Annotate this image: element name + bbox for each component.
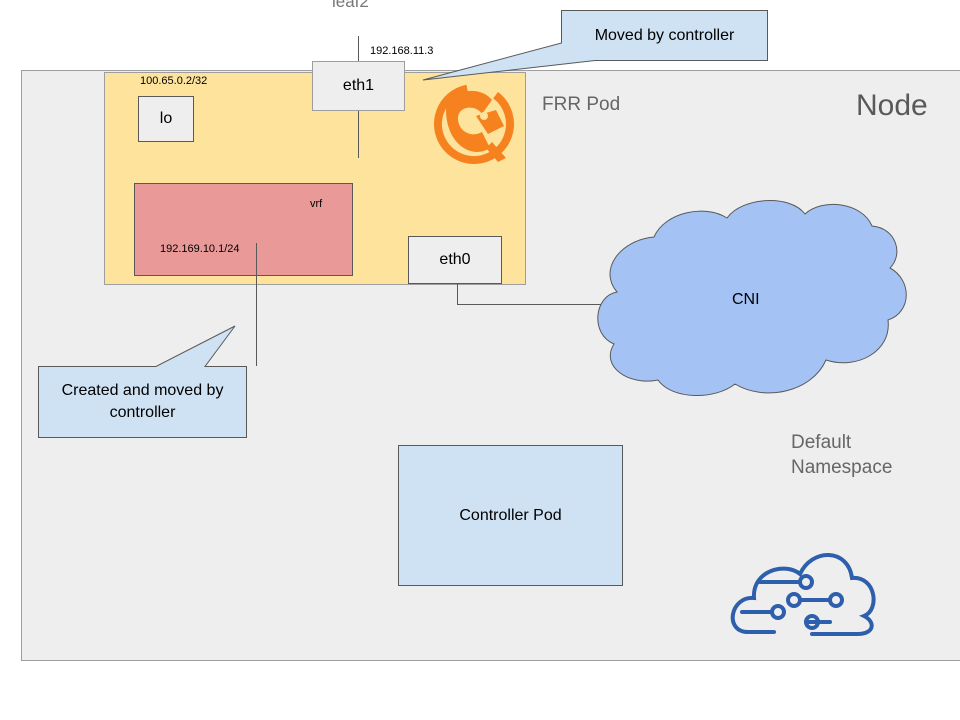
eth0-label: eth0 — [439, 251, 471, 268]
eth0-cni-link — [457, 284, 612, 305]
vrf-ip-label: 192.169.10.1/24 — [160, 243, 240, 255]
eth1-ip-label: 192.168.11.3 — [370, 45, 434, 57]
callout-bottom-text: Created and moved by controller — [61, 382, 224, 421]
lo-interface: lo — [138, 96, 194, 142]
lo-label: lo — [159, 110, 173, 127]
frr-logo-icon — [434, 84, 514, 164]
leaf-label: leaf2 — [332, 0, 369, 11]
vrf-label: vrf — [310, 198, 323, 210]
callout-top-shape — [422, 10, 768, 81]
cloud-circuit-icon — [730, 553, 876, 636]
lo-ip-label: 100.65.0.2/32 — [140, 75, 208, 87]
eth0-interface: eth0 — [408, 236, 502, 284]
eth1-interface: eth1 — [312, 61, 405, 111]
callout-bottom-shape — [38, 325, 247, 438]
default-namespace-label: Default Namespace — [791, 432, 893, 478]
controller-pod-box: Controller Pod — [398, 445, 623, 586]
vrf-box — [134, 183, 353, 276]
eth1-label: eth1 — [342, 77, 375, 94]
frr-pod-label: FRR Pod — [542, 94, 621, 115]
callout-top-text: Moved by controller — [594, 26, 735, 44]
cni-cloud — [597, 200, 907, 396]
cni-label: CNI — [732, 291, 760, 308]
controller-pod-label: Controller Pod — [459, 506, 562, 524]
node-label: Node — [856, 89, 928, 122]
